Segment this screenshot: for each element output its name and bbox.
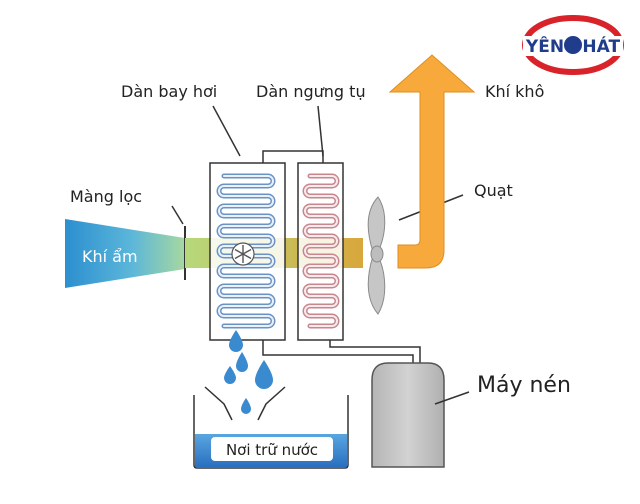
- water-drop-icon: [236, 352, 248, 372]
- snowflake-icon: [231, 242, 255, 266]
- funnel-left: [204, 386, 233, 421]
- water-tank-outline: [193, 395, 349, 469]
- water-tank-label-box: [211, 437, 333, 461]
- logo-text: YÊN PHÁT: [525, 35, 621, 57]
- humid-air-label: Khí ẩm: [82, 247, 138, 266]
- dry-air-label: Khí khô: [485, 82, 544, 101]
- brand-logo: YÊN PHÁT: [522, 15, 624, 75]
- condenser-coil-icon: [302, 173, 340, 329]
- refrigerant-pipe-bottom-inner: [329, 340, 421, 363]
- compressor-label: Máy nén: [477, 373, 571, 398]
- logo-eye-icon: [564, 36, 582, 54]
- water-drop-icon: [241, 398, 251, 414]
- filter-label: Màng lọc: [70, 187, 142, 206]
- fan-label: Quạt: [474, 181, 513, 200]
- water-drop-icon: [255, 360, 273, 389]
- evaporator-label: Dàn bay hơi: [121, 82, 217, 101]
- water-drops: [224, 330, 273, 414]
- water-drop-icon: [229, 330, 243, 352]
- evaporator-leader-line: [212, 105, 241, 157]
- refrigerant-pipe-top: [262, 150, 324, 163]
- water-tank-label: Nơi trữ nước: [226, 441, 318, 459]
- humid-air-cone: [65, 219, 185, 288]
- compressor-unit: [371, 362, 445, 468]
- fan-icon: [367, 196, 386, 315]
- condenser-label: Dàn ngưng tụ: [256, 82, 366, 101]
- water-drop-icon: [224, 366, 236, 384]
- dry-air-up-arrow-icon: [388, 54, 476, 269]
- compressor-leader-line: [434, 391, 470, 405]
- filter-leader-line: [171, 205, 184, 225]
- funnel-right: [257, 386, 286, 421]
- refrigerant-pipe-bottom-outer: [262, 340, 414, 363]
- evaporator-coil-icon: [216, 173, 276, 329]
- condenser-leader-line: [317, 105, 324, 157]
